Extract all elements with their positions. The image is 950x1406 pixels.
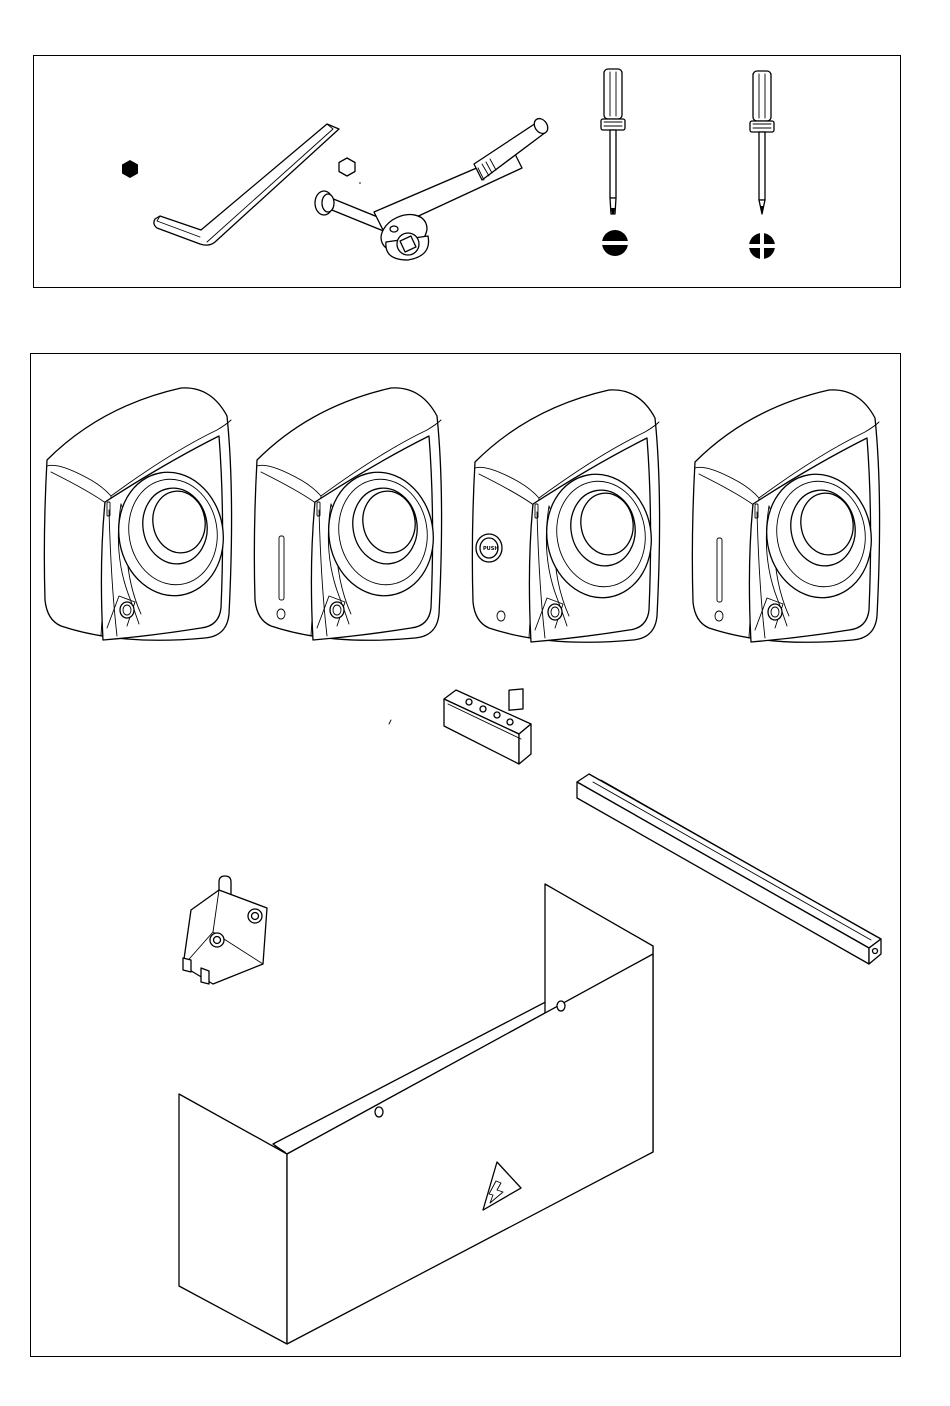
phillips-screwdriver <box>750 71 774 214</box>
control-box-4 <box>692 390 881 642</box>
socket-wrench <box>315 116 551 260</box>
hex-filled-icon <box>122 160 138 178</box>
control-box-3: PUSH <box>472 390 661 642</box>
hex-outline-icon <box>339 158 361 184</box>
terminal-block <box>444 689 531 764</box>
micro-switch <box>183 876 267 984</box>
parts-panel: PUSH <box>30 353 901 1357</box>
phillips-symbol-icon <box>747 231 777 261</box>
flathead-symbol-icon <box>600 230 630 256</box>
tools-panel <box>33 55 901 288</box>
control-box-2 <box>254 388 443 640</box>
key-switch-label: PUSH <box>483 546 499 552</box>
flat-screwdriver <box>601 69 625 214</box>
control-box-1 <box>44 388 233 640</box>
hex-key <box>154 124 339 245</box>
